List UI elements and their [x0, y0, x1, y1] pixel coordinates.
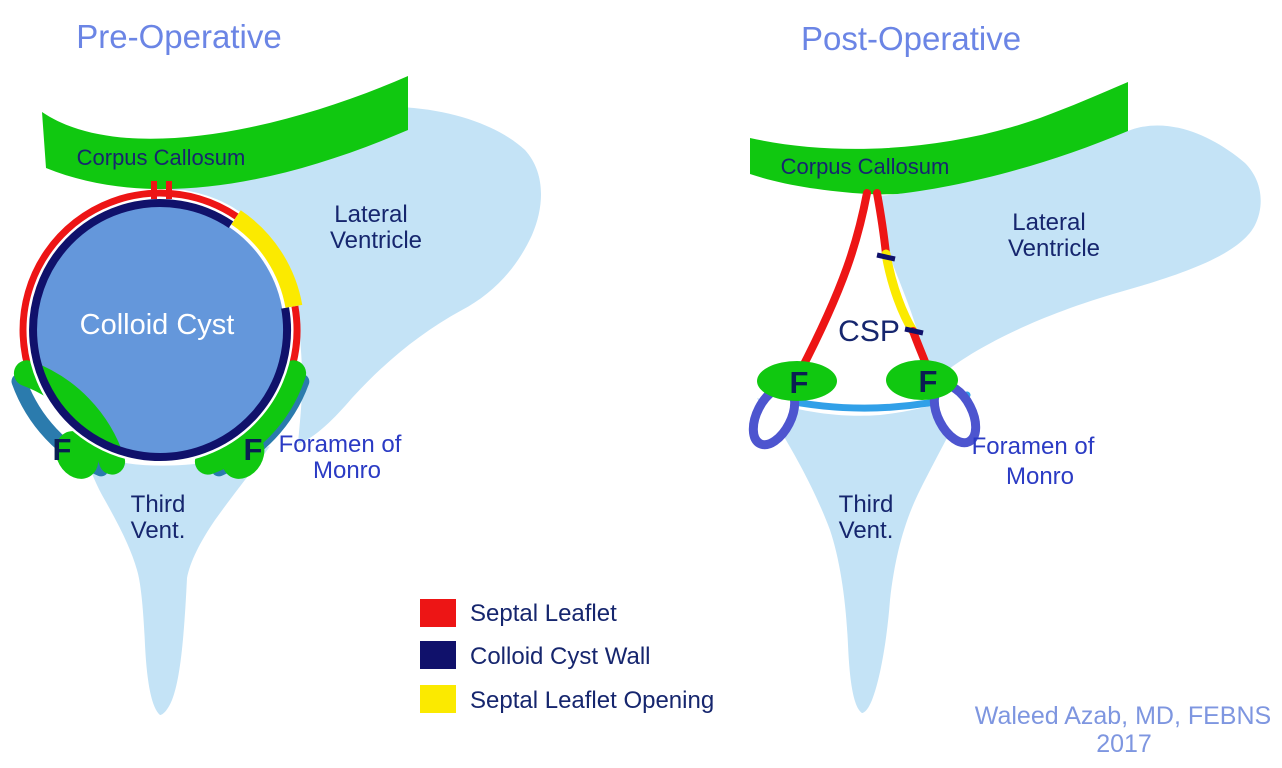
legend-label-colloid-cyst-wall: Colloid Cyst Wall: [470, 643, 650, 670]
septal-leaflet-ring-left: [19, 189, 239, 379]
post-foramen-monro-label-line2: Monro: [1006, 463, 1074, 490]
pre-lateral-ventricle-shape: [170, 106, 542, 444]
post-lateral-ventricle-shape: [878, 125, 1261, 386]
opening-tick-lower: [904, 326, 924, 336]
pre-foramen-f-left: F: [53, 432, 72, 467]
pre-corpus-callosum-shape: [42, 76, 408, 190]
credit-line1: Waleed Azab, MD, FEBNS: [975, 702, 1271, 730]
pre-lateral-ventricle-label-line1: Lateral: [334, 201, 407, 228]
pre-third-vent-label-line2: Vent.: [131, 517, 186, 544]
legend-label-septal-leaflet-opening: Septal Leaflet Opening: [470, 687, 714, 714]
credit: Waleed Azab, MD, FEBNS 2017: [975, 702, 1271, 758]
post-third-vent-label-line1: Third: [839, 491, 894, 518]
post-foramen-monro-label-line1: Foramen of: [972, 433, 1095, 460]
septal-stem-left-bar: [151, 181, 157, 199]
post-septal-leaflet-left: [796, 189, 871, 376]
pre-foramen-monro-label-line1: Foramen of: [279, 431, 402, 458]
pre-operative-title: Pre-Operative: [76, 18, 281, 55]
foramen-green-lobe-left: [55, 431, 99, 479]
credit-line2: 2017: [1096, 730, 1152, 758]
opening-tick-upper: [876, 252, 896, 262]
pre-operative-panel: Pre-Operative Corpus Callosum Lateral Ve…: [11, 18, 542, 715]
post-foramen-f-left: F: [790, 365, 809, 400]
pre-foramen-f-right: F: [244, 432, 263, 467]
legend-swatch-septal-leaflet-opening: [420, 685, 456, 713]
foramen-green-lobe-right: [221, 431, 265, 479]
foramen-green-crescent-right: [194, 360, 307, 475]
post-corpus-callosum-label: Corpus Callosum: [781, 154, 950, 179]
post-lateral-ventricle-label-line1: Lateral: [1012, 209, 1085, 236]
pre-lateral-ventricle-label-line2: Ventricle: [330, 227, 422, 254]
legend-swatch-septal-leaflet: [420, 599, 456, 627]
post-septal-opening-segment: [881, 249, 918, 336]
post-lateral-ventricle-label-line2: Ventricle: [1008, 235, 1100, 262]
pre-corpus-callosum-label: Corpus Callosum: [77, 145, 246, 170]
pre-third-vent-label-line1: Third: [131, 491, 186, 518]
post-foramen-oval-left: [757, 361, 837, 401]
post-third-vent-label-line2: Vent.: [839, 517, 894, 544]
ring-white-gap: [26, 196, 294, 464]
post-foramen-oval-right: [886, 360, 958, 400]
post-operative-title: Post-Operative: [801, 20, 1021, 57]
legend-swatch-colloid-cyst-wall: [420, 641, 456, 669]
pre-foramen-monro-label-line2: Monro: [313, 457, 381, 484]
pre-third-ventricle-shape: [86, 446, 270, 715]
post-third-ventricle-shape: [757, 392, 968, 713]
colloid-cyst-wall-ring: [29, 199, 291, 462]
post-operative-panel: Post-Operative Corpus Callosum Lateral V…: [748, 20, 1261, 713]
csp-label: CSP: [838, 315, 900, 348]
colloid-cyst-label: Colloid Cyst: [80, 309, 235, 341]
post-foramen-f-right: F: [919, 364, 938, 399]
septal-leaflet-opening-arc: [231, 210, 303, 309]
legend: Septal Leaflet Colloid Cyst Wall Septal …: [420, 599, 714, 714]
post-septal-leaflet-right-upper: [873, 189, 890, 258]
legend-label-septal-leaflet: Septal Leaflet: [470, 600, 617, 627]
colloid-cyst-body: [36, 206, 284, 454]
septal-stem-right-bar: [166, 181, 172, 199]
